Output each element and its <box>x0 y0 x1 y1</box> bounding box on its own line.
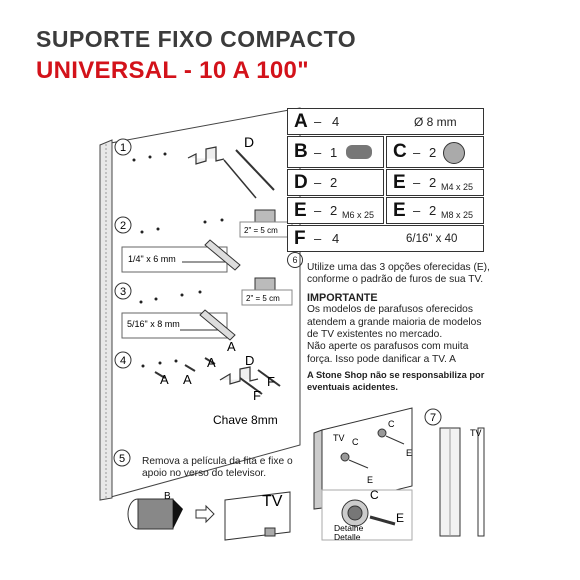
part-b-row: B – 1 <box>287 136 384 168</box>
part-a-row: A – 4 Ø 8 mm <box>287 108 484 135</box>
step-5-text-2: apoio no verso do televisor. <box>142 468 267 479</box>
svg-text:F: F <box>253 388 261 403</box>
step-4: 4 A A A A D F F Chave 8mm <box>114 339 281 427</box>
drill-size-2: 5/16" x 8 mm <box>127 319 180 329</box>
tape-icon <box>346 145 372 159</box>
part-f-row: F – 4 6/16" x 40 <box>287 225 484 252</box>
step-3: 3 5/16" x 8 mm 2" = 5 cm <box>114 277 293 341</box>
part-e-m8-row: E – 2 M8 x 25 <box>386 197 484 224</box>
spacer-icon <box>443 142 465 164</box>
step-5: 5 B TV <box>113 449 291 541</box>
step-1-label-d: D <box>244 134 254 150</box>
bracket-d-icon <box>187 146 225 165</box>
svg-text:TV: TV <box>333 433 345 443</box>
step-6-text-2: conforme o padrão de furos de sua TV. <box>307 274 484 286</box>
svg-text:C: C <box>352 437 359 447</box>
part-e-m6-row: E – 2 M6 x 25 <box>287 197 384 224</box>
step-7: 7 TV <box>424 408 485 537</box>
drill-size-1: 1/4" x 6 mm <box>128 254 176 264</box>
step-5-label-b: B <box>164 491 171 502</box>
svg-text:A: A <box>160 372 169 387</box>
svg-text:Detalle: Detalle <box>334 532 361 542</box>
step-6-number: 6 <box>287 252 303 268</box>
bracket-d-icon-2 <box>219 366 259 385</box>
wall <box>99 107 301 501</box>
svg-text:D: D <box>245 353 254 368</box>
step-5-number: 5 <box>119 453 125 465</box>
svg-text:C: C <box>370 488 379 502</box>
svg-text:A: A <box>183 372 192 387</box>
wrench-size: Chave 8mm <box>213 413 278 427</box>
step-6-detail: TV C C E E C E Detalhe Detalle <box>313 407 413 542</box>
step-5-tv: TV <box>262 493 283 510</box>
step-3-number: 3 <box>120 286 126 298</box>
step-1: 1 D <box>114 134 275 199</box>
step-2: 2 1/4" x 6 mm 2" = 5 cm <box>114 209 293 273</box>
step-5-text-1: Remova a película da fita e fixe o <box>142 456 293 467</box>
important-heading: IMPORTANTE <box>307 291 378 304</box>
pencil-icon <box>235 149 275 191</box>
depth-1: 2" = 5 cm <box>244 226 278 235</box>
step-6-text-1: Utilize uma das 3 opções oferecidas (E), <box>307 262 490 273</box>
svg-text:E: E <box>396 511 404 525</box>
part-d-row: D – 2 <box>287 169 384 196</box>
svg-text:E: E <box>367 475 373 485</box>
step-4-number: 4 <box>120 355 126 367</box>
svg-text:C: C <box>388 419 395 429</box>
part-e-m4-row: E – 2 M4 x 25 <box>386 169 484 196</box>
step-2-number: 2 <box>120 220 126 232</box>
part-c-row: C – 2 <box>386 136 484 168</box>
svg-text:A: A <box>227 339 236 354</box>
svg-text:A: A <box>207 355 216 370</box>
page-title: SUPORTE FIXO COMPACTO <box>36 26 357 52</box>
warning-line-2: eventuais acidentes. <box>307 381 398 392</box>
svg-text:F: F <box>267 374 275 389</box>
page-subtitle: UNIVERSAL - 10 A 100" <box>36 57 309 84</box>
arrow-right-icon <box>195 504 215 524</box>
svg-text:Detalhe: Detalhe <box>334 523 364 533</box>
drill-bit-icon-2 <box>254 277 276 291</box>
svg-text:TV: TV <box>470 428 482 438</box>
notes-block: Utilize uma das 3 opções oferecidas (E),… <box>307 262 532 393</box>
svg-text:E: E <box>406 448 412 458</box>
depth-2: 2" = 5 cm <box>246 294 280 303</box>
drill-bit-icon <box>254 209 276 223</box>
warning-line-1: A Stone Shop não se responsabiliza por <box>307 370 485 381</box>
step-1-number: 1 <box>120 142 126 154</box>
step-7-number: 7 <box>430 412 436 424</box>
